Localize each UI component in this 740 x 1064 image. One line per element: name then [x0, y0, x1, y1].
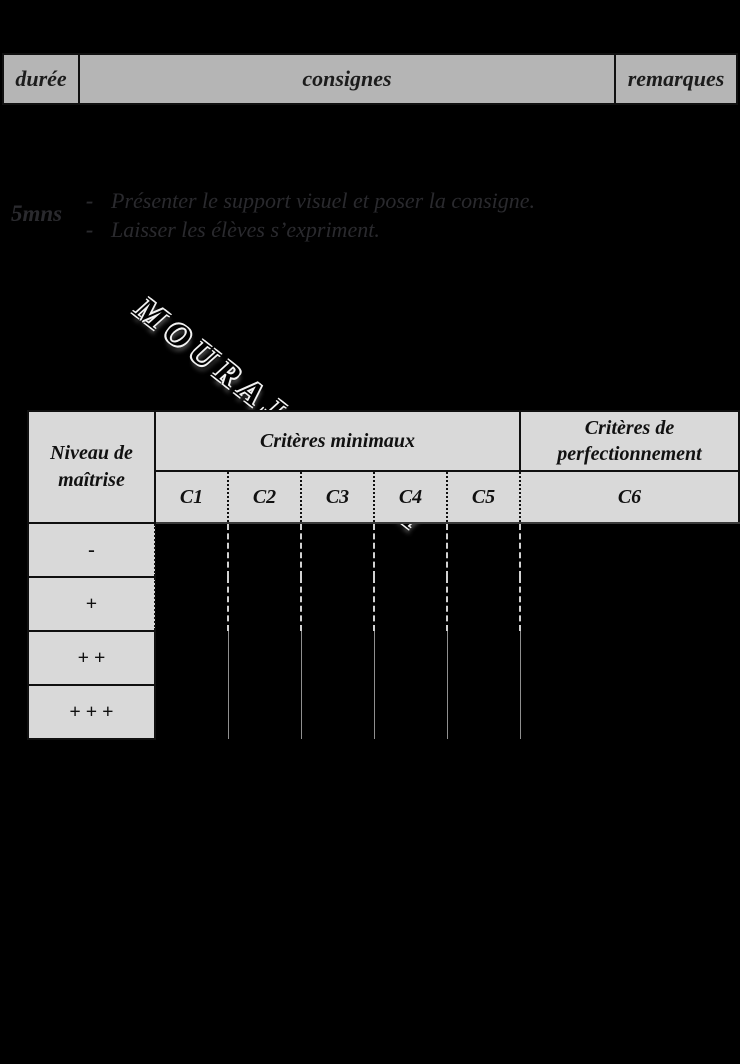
grid-cell: [519, 631, 739, 685]
grid-cell: [227, 631, 301, 685]
instruction-list: - Présenter le support visuel et poser l…: [86, 186, 535, 244]
grid-cell: [446, 523, 520, 577]
table-row: + +: [27, 630, 739, 686]
grid-cell: [155, 523, 228, 577]
grid-cell: [519, 685, 739, 739]
grid-header-c6: C6: [519, 470, 740, 524]
grid-cell: [446, 631, 520, 685]
grid-cell: [227, 685, 301, 739]
bullet-dash: -: [86, 187, 94, 213]
grid-header-level: Niveau de maîtrise: [27, 410, 156, 524]
level-header-line1: Niveau de: [50, 442, 133, 464]
grid-cell: [519, 523, 739, 577]
grid-cell: [373, 577, 447, 631]
table-row: -: [27, 522, 739, 578]
table-row: +: [27, 576, 739, 632]
grid-header-c4: C4: [373, 470, 447, 524]
grid-cell: [227, 523, 301, 577]
grid-cell: [373, 685, 447, 739]
instruction-text: Laisser les élèves s’expriment.: [111, 216, 380, 242]
instruction-text: Présenter le support visuel et poser la …: [111, 187, 536, 213]
grid-cell: [519, 577, 739, 631]
consignes-label: consignes: [302, 66, 392, 91]
grid-cell: [300, 523, 374, 577]
level-label-plus: +: [27, 576, 156, 632]
grid-cell: [446, 685, 520, 739]
grid-header-c3: C3: [300, 470, 374, 524]
grid-cell: [155, 577, 228, 631]
level-label-plus-plus: + +: [27, 630, 156, 686]
grid-cell: [300, 685, 374, 739]
grid-cell: [155, 631, 228, 685]
grid-header-c1: C1: [154, 470, 228, 524]
duration-label: 5mns: [11, 201, 63, 226]
grid-cell: [300, 631, 374, 685]
grid-header-criteres-perfectionnement: Critères de perfectionnement: [519, 410, 740, 472]
header-cell-consignes: consignes: [80, 55, 616, 103]
level-header-line2: maîtrise: [58, 469, 125, 491]
evaluation-grid: Niveau de maîtrise Critères minimaux Cri…: [27, 410, 740, 740]
grid-cell: [373, 523, 447, 577]
table-row: + + +: [27, 684, 739, 740]
grid-header-criteres-minimaux: Critères minimaux: [154, 410, 521, 472]
grid-cell: [446, 577, 520, 631]
duree-label: durée: [15, 66, 67, 91]
header-cell-duree: durée: [4, 55, 80, 103]
header-cell-remarques: remarques: [616, 55, 736, 103]
grid-header-c5: C5: [446, 470, 520, 524]
grid-header-c2: C2: [227, 470, 301, 524]
grid-cell: [227, 577, 301, 631]
schedule-header-row: durée consignes remarques: [2, 53, 738, 105]
grid-cell: [155, 685, 228, 739]
bullet-dash: -: [86, 216, 94, 242]
level-label-plus-plus-plus: + + +: [27, 684, 156, 740]
list-item: - Laisser les élèves s’expriment.: [86, 215, 535, 244]
list-item: - Présenter le support visuel et poser l…: [86, 186, 535, 215]
grid-cell: [300, 577, 374, 631]
level-label-minus: -: [27, 522, 156, 578]
remarques-label: remarques: [627, 66, 725, 91]
grid-cell: [373, 631, 447, 685]
